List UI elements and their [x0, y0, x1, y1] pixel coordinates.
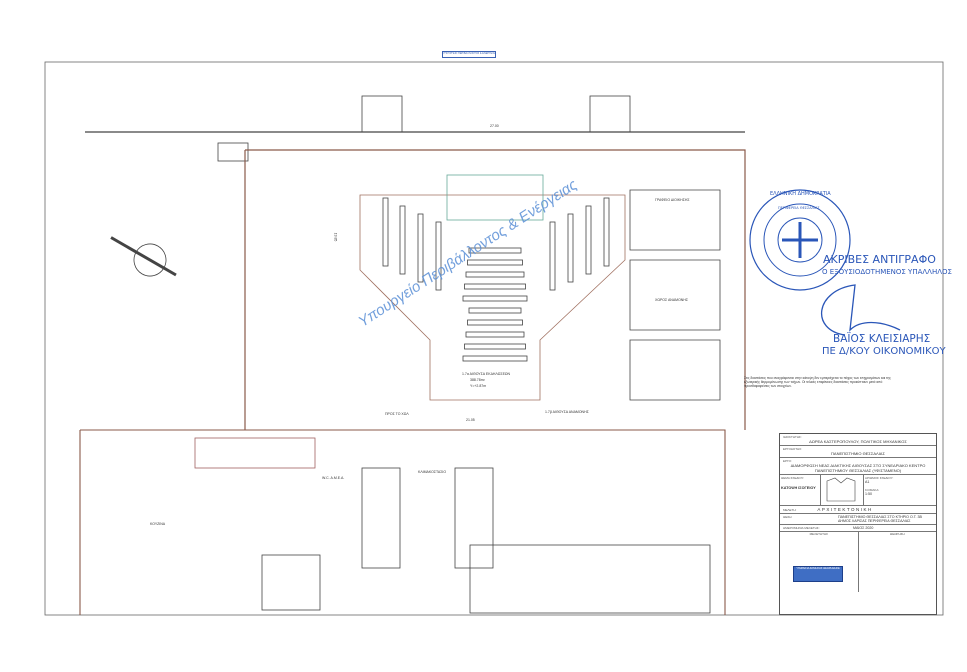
- seat-row: [467, 259, 523, 266]
- dimension-top: 27.00: [490, 124, 499, 128]
- stamp-name: ΒΑΪΟΣ ΚΛΕΙΣΙΑΡΗΣ: [833, 333, 931, 345]
- client-label: ΕΡΓΟΔΟΤΗΣ:: [783, 447, 802, 451]
- room-stairs: ΚΛΙΜΑΚΟΣΤΑΣΙΟ: [418, 470, 447, 474]
- client: ΠΑΝΕΠΙΣΤΗΜΙΟ ΘΕΣΣΑΛΙΑΣ: [831, 451, 885, 456]
- stamp-title: ΑΚΡΙΒΕΣ ΑΝΤΙΓΡΑΦΟ: [823, 253, 936, 266]
- bench: [603, 197, 610, 267]
- hall-walls: [359, 194, 626, 401]
- location: ΠΑΝΕΠΙΣΤΗΜΙΟ ΘΕΣΣΑΛΙΑΣ ΣΤΟ ΚΤΗΡΙΟ Ο.Τ. 3…: [838, 515, 922, 523]
- discipline: ΑΡΧΙΤΕΚΤΟΝΙΚΗ: [817, 507, 873, 512]
- approval-label: ΘΕΩΡΗΣΗ: [889, 532, 905, 536]
- stair-north-east: [589, 95, 631, 133]
- drawing-label: ΘΕΜΑ ΣΧΕΔΙΟΥ:: [781, 476, 805, 480]
- sheet-frame: [44, 61, 944, 616]
- copy-seal-icon: [749, 189, 901, 336]
- owner: ΔΩΡΕΑ ΚΑΣΤΕΡΟΠΟΥΛΟΥ, ΠΟΛΙΤΙΚΟΣ ΜΗΧΑΝΙΚΟΣ: [809, 439, 907, 444]
- bench: [549, 221, 556, 291]
- project: ΔΙΑΜΟΡΦΩΣΗ ΝΕΑΣ ΔΙΑΚΤΙΚΗΣ ΑΙΘΟΥΣΑΣ ΣΤΟ Σ…: [790, 463, 926, 473]
- stair-south-3: [261, 554, 321, 611]
- seat-row: [464, 343, 526, 350]
- room-hall-height: Υ=+2.87m: [470, 384, 487, 388]
- south-hall: [469, 544, 711, 614]
- stamp-role: ΠΕ Δ/ΚΟΥ ΟΙΚΟΝΟΜΙΚΟΥ: [822, 346, 946, 357]
- stair-south-1: [361, 467, 401, 569]
- stair-north-west: [361, 95, 403, 133]
- signature: [820, 284, 901, 336]
- building-service-stamp: ΥΠΗΡΕΣΙΑ ΔΟΜΗΣΗΣ ΘΕΩΡΗΘΗΚΕ: [793, 566, 843, 582]
- bench: [435, 221, 442, 291]
- bench: [417, 213, 424, 283]
- drawing-note: Στις διαστάσεις που αναγράφονται στην κά…: [744, 376, 891, 388]
- designer-label: ΜΕΛΕΤΗΤΗΣ: [780, 532, 859, 592]
- bench: [585, 205, 592, 275]
- seat-row: [465, 271, 525, 278]
- room-wc: W.C. Α.Μ.Ε.Α.: [322, 476, 345, 480]
- scale-value: 1:50: [865, 492, 872, 496]
- south-wing-walls: [79, 429, 726, 615]
- bench: [567, 213, 574, 283]
- header-stamp: ΥΠΟΥΡΓΕΙΟ ΠΕΡΙΒΑΛΛΟΝΤΟΣ & ΕΝΕΡΓΕΙΑΣ: [442, 51, 496, 58]
- stair-west: [217, 142, 249, 162]
- stage: [446, 174, 544, 221]
- seat-row: [462, 295, 528, 302]
- wc-block: [194, 437, 316, 469]
- stamp-subtitle: Ο ΕΞΟΥΣΙΟΔΟΤΗΜΕΝΟΣ ΥΠΑΛΛΗΛΟΣ: [822, 268, 952, 276]
- date-label: ΗΜΕΡΟΜΗΝΙΑ ΜΕΛΕΤΗΣ:: [783, 526, 820, 530]
- room-hall-b: 1.7β ΑΙΘΟΥΣΑ ΑΝΑΜΟΝΗΣ: [545, 410, 589, 414]
- room-hall: 1.7α ΑΙΘΟΥΣΑ ΕΚΔΗΛΩΣΕΩΝ: [462, 372, 511, 376]
- date: ΜΑΙΟΣ 2020: [853, 526, 874, 530]
- seat-row: [468, 307, 522, 314]
- room-waiting: ΧΩΡΟΣ ΑΝΑΜΟΝΗΣ: [655, 298, 689, 302]
- project-label: ΕΡΓΟ:: [783, 459, 792, 463]
- discipline-label: ΜΕΛΕΤΗ:: [783, 508, 797, 512]
- side-benches: [382, 197, 610, 291]
- title-block: ΙΔΙΟΚΤΗΤΗΣ: ΔΩΡΕΑ ΚΑΣΤΕΡΟΠΟΥΛΟΥ, ΠΟΛΙΤΙΚΟ…: [779, 433, 937, 615]
- sheet-number: Α1: [865, 480, 870, 484]
- bench: [399, 205, 406, 275]
- seat-row: [467, 319, 523, 326]
- sheet-label: ΑΡΙΘΜΟΣ ΣΧΕΔΙΟΥ:: [865, 476, 894, 480]
- dimension-vertical: 19.85: [333, 232, 338, 242]
- scale-label: ΚΛΙΜΑΚΑ:: [865, 488, 880, 492]
- key-plan-thumbnail: [821, 475, 864, 505]
- seal-inner-text: ΠΕΡΙΦΕΡΕΙΑ ΘΕΣΣΑΛΙΑΣ: [778, 206, 820, 210]
- seat-row: [462, 355, 528, 362]
- location-label: ΘΕΣΗ:: [783, 515, 793, 519]
- seat-row: [465, 331, 525, 338]
- owner-label: ΙΔΙΟΚΤΗΤΗΣ:: [783, 435, 802, 439]
- outer-wall: [244, 149, 746, 430]
- room-lobby: ΠΡΟΣ ΤΟ ΧΩΛ: [385, 412, 409, 416]
- seating-rows: [462, 247, 528, 362]
- seal-ring-text: ΕΛΛΗΝΙΚΗ ΔΗΜΟΚΡΑΤΙΑ: [770, 191, 831, 197]
- room-office: ΓΡΑΦΕΙΟ ΔΙΟΙΚΗΣΗΣ: [655, 198, 690, 202]
- drawing-title: ΚΑΤΟΨΗ ΙΣΟΓΕΙΟΥ: [781, 486, 816, 490]
- seat-row: [464, 283, 526, 290]
- dimension-bottom: 21.05: [466, 418, 475, 422]
- bench: [382, 197, 389, 267]
- room-kitchen: ΚΟΥΖΙΝΑ: [150, 522, 166, 526]
- east-rooms: [629, 189, 721, 401]
- seat-row: [468, 247, 522, 254]
- stair-south-2: [454, 467, 494, 569]
- north-arrow-icon: [110, 236, 177, 277]
- room-hall-area: 388.78m²: [470, 378, 485, 382]
